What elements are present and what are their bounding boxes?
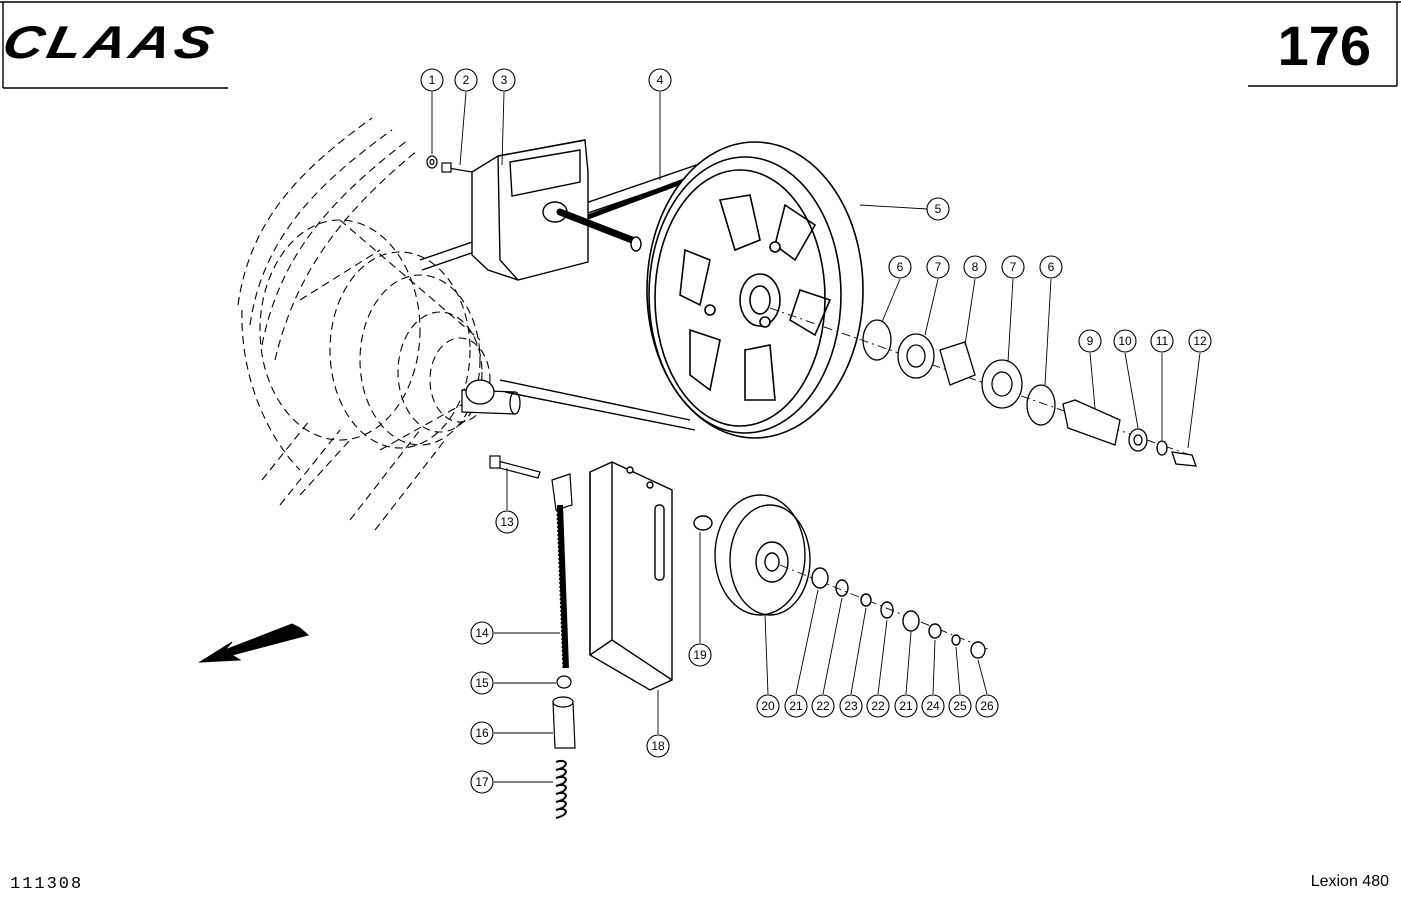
callout: 12 bbox=[1188, 329, 1212, 353]
callout-label: 6 bbox=[897, 260, 904, 274]
callout: 4 bbox=[648, 68, 672, 92]
callout: 22 bbox=[811, 694, 835, 718]
model-name: Lexion 480 bbox=[1310, 873, 1389, 890]
callout-label: 11 bbox=[1156, 334, 1169, 348]
callout: 21 bbox=[894, 694, 918, 718]
callout: 22 bbox=[866, 694, 890, 718]
washer-and-bolt bbox=[426, 155, 473, 173]
callout: 17 bbox=[470, 770, 494, 794]
callout: 16 bbox=[470, 721, 494, 745]
callout: 11 bbox=[1150, 329, 1174, 353]
callout-label: 1 bbox=[429, 73, 436, 87]
callout: 8 bbox=[963, 255, 987, 279]
callout: 2 bbox=[454, 68, 478, 92]
bearing-stack bbox=[862, 319, 1197, 467]
callout-label: 14 bbox=[475, 626, 489, 640]
callout-label: 19 bbox=[693, 648, 707, 662]
tension-bracket bbox=[589, 461, 713, 691]
leader-lines bbox=[431, 91, 1201, 783]
callout: 24 bbox=[921, 694, 945, 718]
callout: 26 bbox=[975, 694, 999, 718]
callout-label: 9 bbox=[1087, 334, 1094, 348]
callout: 20 bbox=[756, 694, 780, 718]
callout: 21 bbox=[784, 694, 808, 718]
callout-label: 22 bbox=[816, 699, 830, 713]
callout-label: 22 bbox=[871, 699, 885, 713]
callout: 10 bbox=[1113, 329, 1137, 353]
callout: 19 bbox=[688, 643, 712, 667]
callout-label: 13 bbox=[500, 515, 514, 529]
drawing-number: 111308 bbox=[10, 875, 84, 894]
callout: 18 bbox=[646, 734, 670, 758]
callout-label: 10 bbox=[1118, 334, 1132, 348]
frame-lines bbox=[0, 1, 1401, 89]
callout-label: 18 bbox=[651, 739, 665, 753]
callout: 14 bbox=[470, 621, 494, 645]
page-number: 176 bbox=[1277, 14, 1371, 77]
callout-group: 1 2 3 4 5 6 7 8 7 6 9 10 11 12 13 14 15 … bbox=[420, 68, 1212, 794]
callout-label: 4 bbox=[657, 73, 664, 87]
callout-label: 24 bbox=[926, 699, 940, 713]
idler-pulley bbox=[714, 494, 991, 659]
callout: 5 bbox=[926, 197, 950, 221]
callout: 7 bbox=[1001, 255, 1025, 279]
callout: 25 bbox=[948, 694, 972, 718]
large-pulley bbox=[646, 141, 864, 439]
callout-label: 21 bbox=[789, 699, 803, 713]
direction-arrow-icon bbox=[198, 623, 310, 663]
drive-shaft bbox=[461, 379, 521, 415]
mounting-bracket bbox=[471, 139, 642, 281]
dashed-housing bbox=[237, 117, 491, 531]
callout-label: 7 bbox=[1010, 260, 1017, 274]
callout-label: 5 bbox=[935, 202, 942, 216]
callout: 9 bbox=[1078, 329, 1102, 353]
callout-label: 2 bbox=[463, 73, 470, 87]
callout: 7 bbox=[926, 255, 950, 279]
callout-label: 12 bbox=[1193, 334, 1207, 348]
callout-label: 6 bbox=[1048, 260, 1055, 274]
callout: 6 bbox=[888, 255, 912, 279]
tensioner-rod bbox=[489, 455, 576, 819]
callout-label: 15 bbox=[475, 676, 489, 690]
callout-label: 20 bbox=[761, 699, 775, 713]
callout: 6 bbox=[1039, 255, 1063, 279]
callout: 1 bbox=[420, 68, 444, 92]
callout-label: 25 bbox=[953, 699, 967, 713]
callout-label: 17 bbox=[475, 775, 489, 789]
callout-label: 7 bbox=[935, 260, 942, 274]
callout-label: 3 bbox=[501, 73, 508, 87]
callout: 15 bbox=[470, 671, 494, 695]
callout-label: 8 bbox=[972, 260, 979, 274]
callout: 13 bbox=[495, 510, 519, 534]
callout: 23 bbox=[839, 694, 863, 718]
callout-label: 16 bbox=[475, 726, 489, 740]
callout: 3 bbox=[492, 68, 516, 92]
callout-label: 23 bbox=[844, 699, 858, 713]
callout-label: 21 bbox=[899, 699, 913, 713]
callout-label: 26 bbox=[980, 699, 994, 713]
